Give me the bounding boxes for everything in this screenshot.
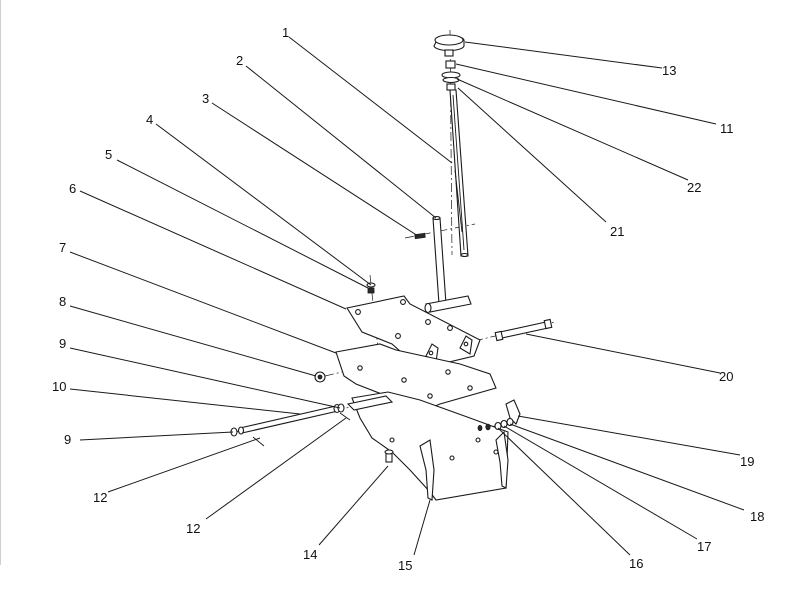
leader-lines: [69, 36, 745, 556]
frame-border: [0, 0, 1, 565]
callout-13: 13: [662, 63, 676, 78]
threaded-shaft-part: [449, 89, 469, 258]
rod-nut-parts: [230, 403, 345, 437]
callout-12-left: 12: [93, 490, 107, 505]
callout-labels: 1 2 3 4 5 6 7 8 9 10 9 12 12 14 15 16 17…: [52, 25, 764, 573]
callout-4: 4: [146, 112, 153, 127]
knob-part: [433, 34, 465, 57]
right-hardware-parts: [477, 399, 521, 431]
bottom-fastener-part: [384, 449, 394, 463]
callout-18: 18: [750, 509, 764, 524]
callout-14: 14: [303, 547, 317, 562]
callout-22: 22: [687, 180, 701, 195]
callout-17: 17: [697, 539, 711, 554]
callout-10: 10: [52, 379, 66, 394]
lower-rod-part: [237, 403, 341, 435]
small-pin-parts: [252, 412, 351, 447]
callout-16: 16: [629, 556, 643, 571]
lower-guard-plate: [346, 391, 509, 501]
nut-washer-stack: [441, 60, 461, 91]
callout-7: 7: [59, 240, 66, 255]
callout-15: 15: [398, 558, 412, 573]
callout-12-center: 12: [186, 521, 200, 536]
middle-mounting-plate: [335, 343, 497, 413]
callout-6: 6: [69, 181, 76, 196]
callout-2: 2: [236, 53, 243, 68]
t-handle-part: [424, 215, 472, 314]
cross-rod-part: [494, 318, 553, 342]
callout-21: 21: [610, 224, 624, 239]
callout-5: 5: [105, 147, 112, 162]
callout-11: 11: [720, 121, 734, 136]
callout-20: 20: [719, 369, 733, 384]
callout-8: 8: [59, 294, 66, 309]
callout-19: 19: [740, 454, 754, 469]
callout-3: 3: [202, 91, 209, 106]
callout-9-lower: 9: [64, 432, 71, 447]
hex-nut-part: [314, 371, 326, 383]
callout-1: 1: [282, 25, 289, 40]
callout-9-upper: 9: [59, 336, 66, 351]
upper-bracket-plate: [346, 295, 481, 369]
pin-part: [414, 232, 426, 240]
